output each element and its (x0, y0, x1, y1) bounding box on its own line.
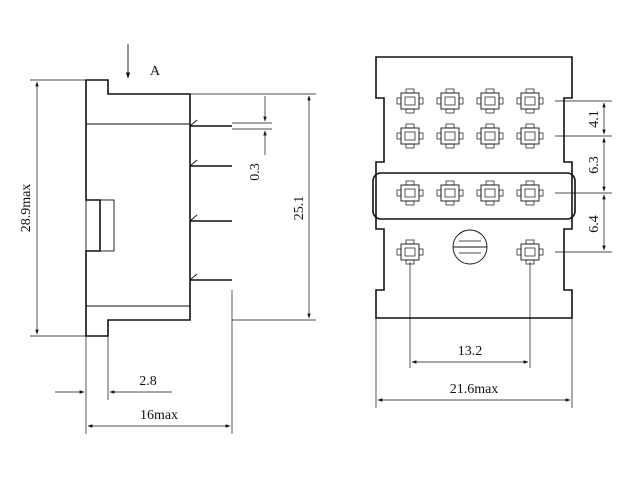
terminal (476, 88, 504, 114)
dim-pin-span-label: 13.2 (458, 344, 483, 359)
dim-height-max-label: 28.9max (19, 184, 34, 233)
terminal (476, 180, 504, 206)
terminal (476, 123, 504, 149)
terminal (516, 123, 544, 149)
terminal (516, 88, 544, 114)
side-pins (189, 119, 232, 281)
side-body-outline (85, 79, 191, 337)
terminal (396, 88, 424, 114)
terminal (436, 88, 464, 114)
view-arrow-label: A (150, 64, 161, 79)
terminal (396, 123, 424, 149)
terminal (396, 239, 424, 265)
dim-height-label: 25.1 (292, 196, 307, 221)
top-view: 4.1 6.3 6.4 13.2 21.6max (372, 56, 612, 408)
side-view: A 28.9max 0.3 25.1 (19, 44, 316, 434)
dim-pin-offset-label: 0.3 (248, 163, 263, 181)
terminal (516, 180, 544, 206)
top-middle-band (372, 172, 576, 220)
terminal (436, 180, 464, 206)
terminal (396, 180, 424, 206)
dim-row-2-label: 6.3 (587, 156, 602, 174)
dim-step-label: 2.8 (139, 374, 157, 389)
dim-width-max-top-label: 21.6max (450, 382, 499, 397)
dim-row-3-label: 6.4 (587, 215, 602, 233)
terminal (516, 239, 544, 265)
dim-width-max-label: 16max (140, 408, 178, 423)
side-latch-window (85, 199, 115, 252)
latch-circle (452, 229, 488, 265)
terminal (436, 123, 464, 149)
terminals (396, 88, 544, 265)
dim-row-1-label: 4.1 (587, 110, 602, 128)
top-body-outline (375, 56, 573, 319)
